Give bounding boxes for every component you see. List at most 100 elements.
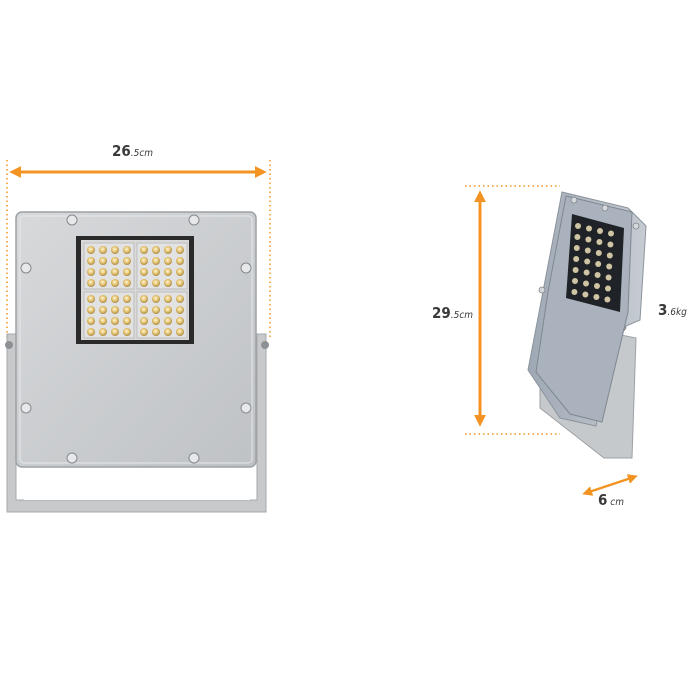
side-led bbox=[573, 245, 580, 251]
led bbox=[140, 328, 148, 336]
led bbox=[140, 279, 148, 287]
side-led bbox=[605, 285, 611, 292]
led bbox=[140, 257, 148, 265]
led bbox=[123, 306, 131, 314]
led bbox=[176, 328, 184, 336]
led bbox=[111, 295, 119, 303]
led bbox=[99, 279, 107, 287]
side-led bbox=[572, 267, 579, 273]
side-led bbox=[594, 272, 601, 278]
led bbox=[164, 306, 172, 314]
width-value: 26 bbox=[112, 142, 131, 160]
bracket-pivot-left bbox=[5, 341, 13, 349]
led bbox=[111, 279, 119, 287]
led bbox=[123, 279, 131, 287]
led bbox=[123, 257, 131, 265]
led bbox=[152, 268, 160, 276]
bracket-inner bbox=[24, 466, 250, 500]
led bbox=[152, 246, 160, 254]
side-led bbox=[604, 296, 611, 303]
housing-screws bbox=[20, 214, 252, 464]
led bbox=[87, 328, 95, 336]
led bbox=[164, 279, 172, 287]
depth-label: 6 cm bbox=[598, 492, 624, 508]
width-unit: .5cm bbox=[130, 148, 154, 159]
side-led bbox=[597, 228, 603, 234]
height-value: 29 bbox=[432, 304, 451, 322]
led bbox=[99, 317, 107, 325]
led bbox=[164, 268, 172, 276]
bracket-pivot-right bbox=[261, 341, 269, 349]
led bbox=[164, 257, 172, 265]
side-led bbox=[574, 234, 581, 240]
side-led-array bbox=[571, 223, 614, 303]
side-led bbox=[584, 247, 591, 254]
led bbox=[152, 317, 160, 325]
led bbox=[123, 295, 131, 303]
width-label: 26.5cm bbox=[112, 143, 153, 159]
side-view bbox=[465, 185, 647, 496]
depth-unit: cm bbox=[607, 497, 624, 508]
led bbox=[87, 279, 95, 287]
front-view bbox=[5, 160, 271, 513]
side-led bbox=[583, 269, 590, 276]
led bbox=[123, 317, 131, 325]
led bbox=[87, 257, 95, 265]
weight-unit: .6kg bbox=[667, 307, 687, 318]
side-led bbox=[607, 241, 614, 248]
depth-value: 6 bbox=[598, 491, 608, 509]
led bbox=[111, 306, 119, 314]
side-led bbox=[586, 225, 592, 232]
side-led bbox=[571, 289, 578, 295]
led-array bbox=[83, 242, 188, 339]
led bbox=[99, 306, 107, 314]
side-led bbox=[585, 236, 592, 243]
side-led bbox=[575, 223, 581, 229]
led bbox=[99, 295, 107, 303]
side-led bbox=[573, 256, 580, 262]
led bbox=[87, 317, 95, 325]
side-led bbox=[608, 230, 614, 237]
led bbox=[111, 257, 119, 265]
led bbox=[152, 257, 160, 265]
depth-arrow bbox=[582, 474, 638, 496]
housing-face bbox=[19, 215, 253, 464]
side-led bbox=[606, 263, 613, 270]
led bbox=[176, 317, 184, 325]
led bbox=[123, 246, 131, 254]
led bbox=[164, 295, 172, 303]
led bbox=[176, 268, 184, 276]
led bbox=[87, 306, 95, 314]
side-led bbox=[582, 291, 589, 298]
weight-label: 3.6kg bbox=[658, 302, 687, 318]
side-led bbox=[572, 278, 578, 284]
led bbox=[123, 328, 131, 336]
led bbox=[176, 257, 184, 265]
led bbox=[111, 268, 119, 276]
led bbox=[99, 257, 107, 265]
side-led bbox=[605, 274, 612, 281]
led bbox=[164, 246, 172, 254]
led bbox=[164, 317, 172, 325]
side-led bbox=[606, 252, 613, 259]
led bbox=[87, 295, 95, 303]
led bbox=[140, 295, 148, 303]
led bbox=[140, 246, 148, 254]
side-led bbox=[593, 294, 600, 300]
led bbox=[176, 295, 184, 303]
led bbox=[140, 268, 148, 276]
side-led bbox=[595, 250, 602, 256]
led bbox=[140, 306, 148, 314]
side-led bbox=[594, 283, 600, 289]
led bbox=[111, 328, 119, 336]
height-label: 29.5cm bbox=[432, 305, 473, 321]
led bbox=[152, 279, 160, 287]
led bbox=[176, 279, 184, 287]
side-led bbox=[595, 261, 602, 267]
led bbox=[176, 306, 184, 314]
led bbox=[99, 268, 107, 276]
led bbox=[123, 268, 131, 276]
side-screws bbox=[538, 196, 640, 294]
led bbox=[111, 246, 119, 254]
